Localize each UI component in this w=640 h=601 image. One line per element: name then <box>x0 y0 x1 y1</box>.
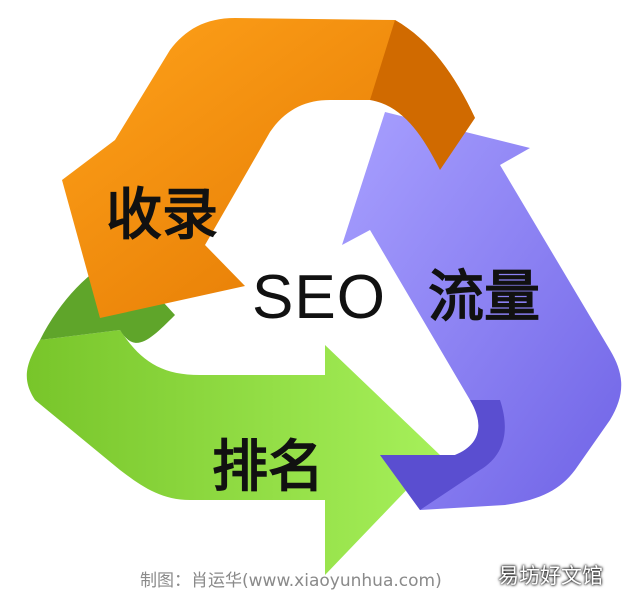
credit-caption: 制图：肖运华(www.xiaoyunhua.com) <box>140 571 442 591</box>
traffic-label: 流量 <box>428 265 540 330</box>
indexed-label: 收录 <box>106 183 218 248</box>
orange-band-fold <box>370 20 475 170</box>
green-ranking-arrow <box>26 330 441 575</box>
orange-indexed-arrow <box>62 18 475 318</box>
watermark-text: 易坊好文馆 <box>498 564 603 588</box>
purple-traffic-arrow <box>342 112 622 510</box>
purple-band-fold <box>380 400 505 510</box>
center-seo-label: SEO <box>252 263 386 332</box>
ranking-label: 排名 <box>212 435 324 500</box>
